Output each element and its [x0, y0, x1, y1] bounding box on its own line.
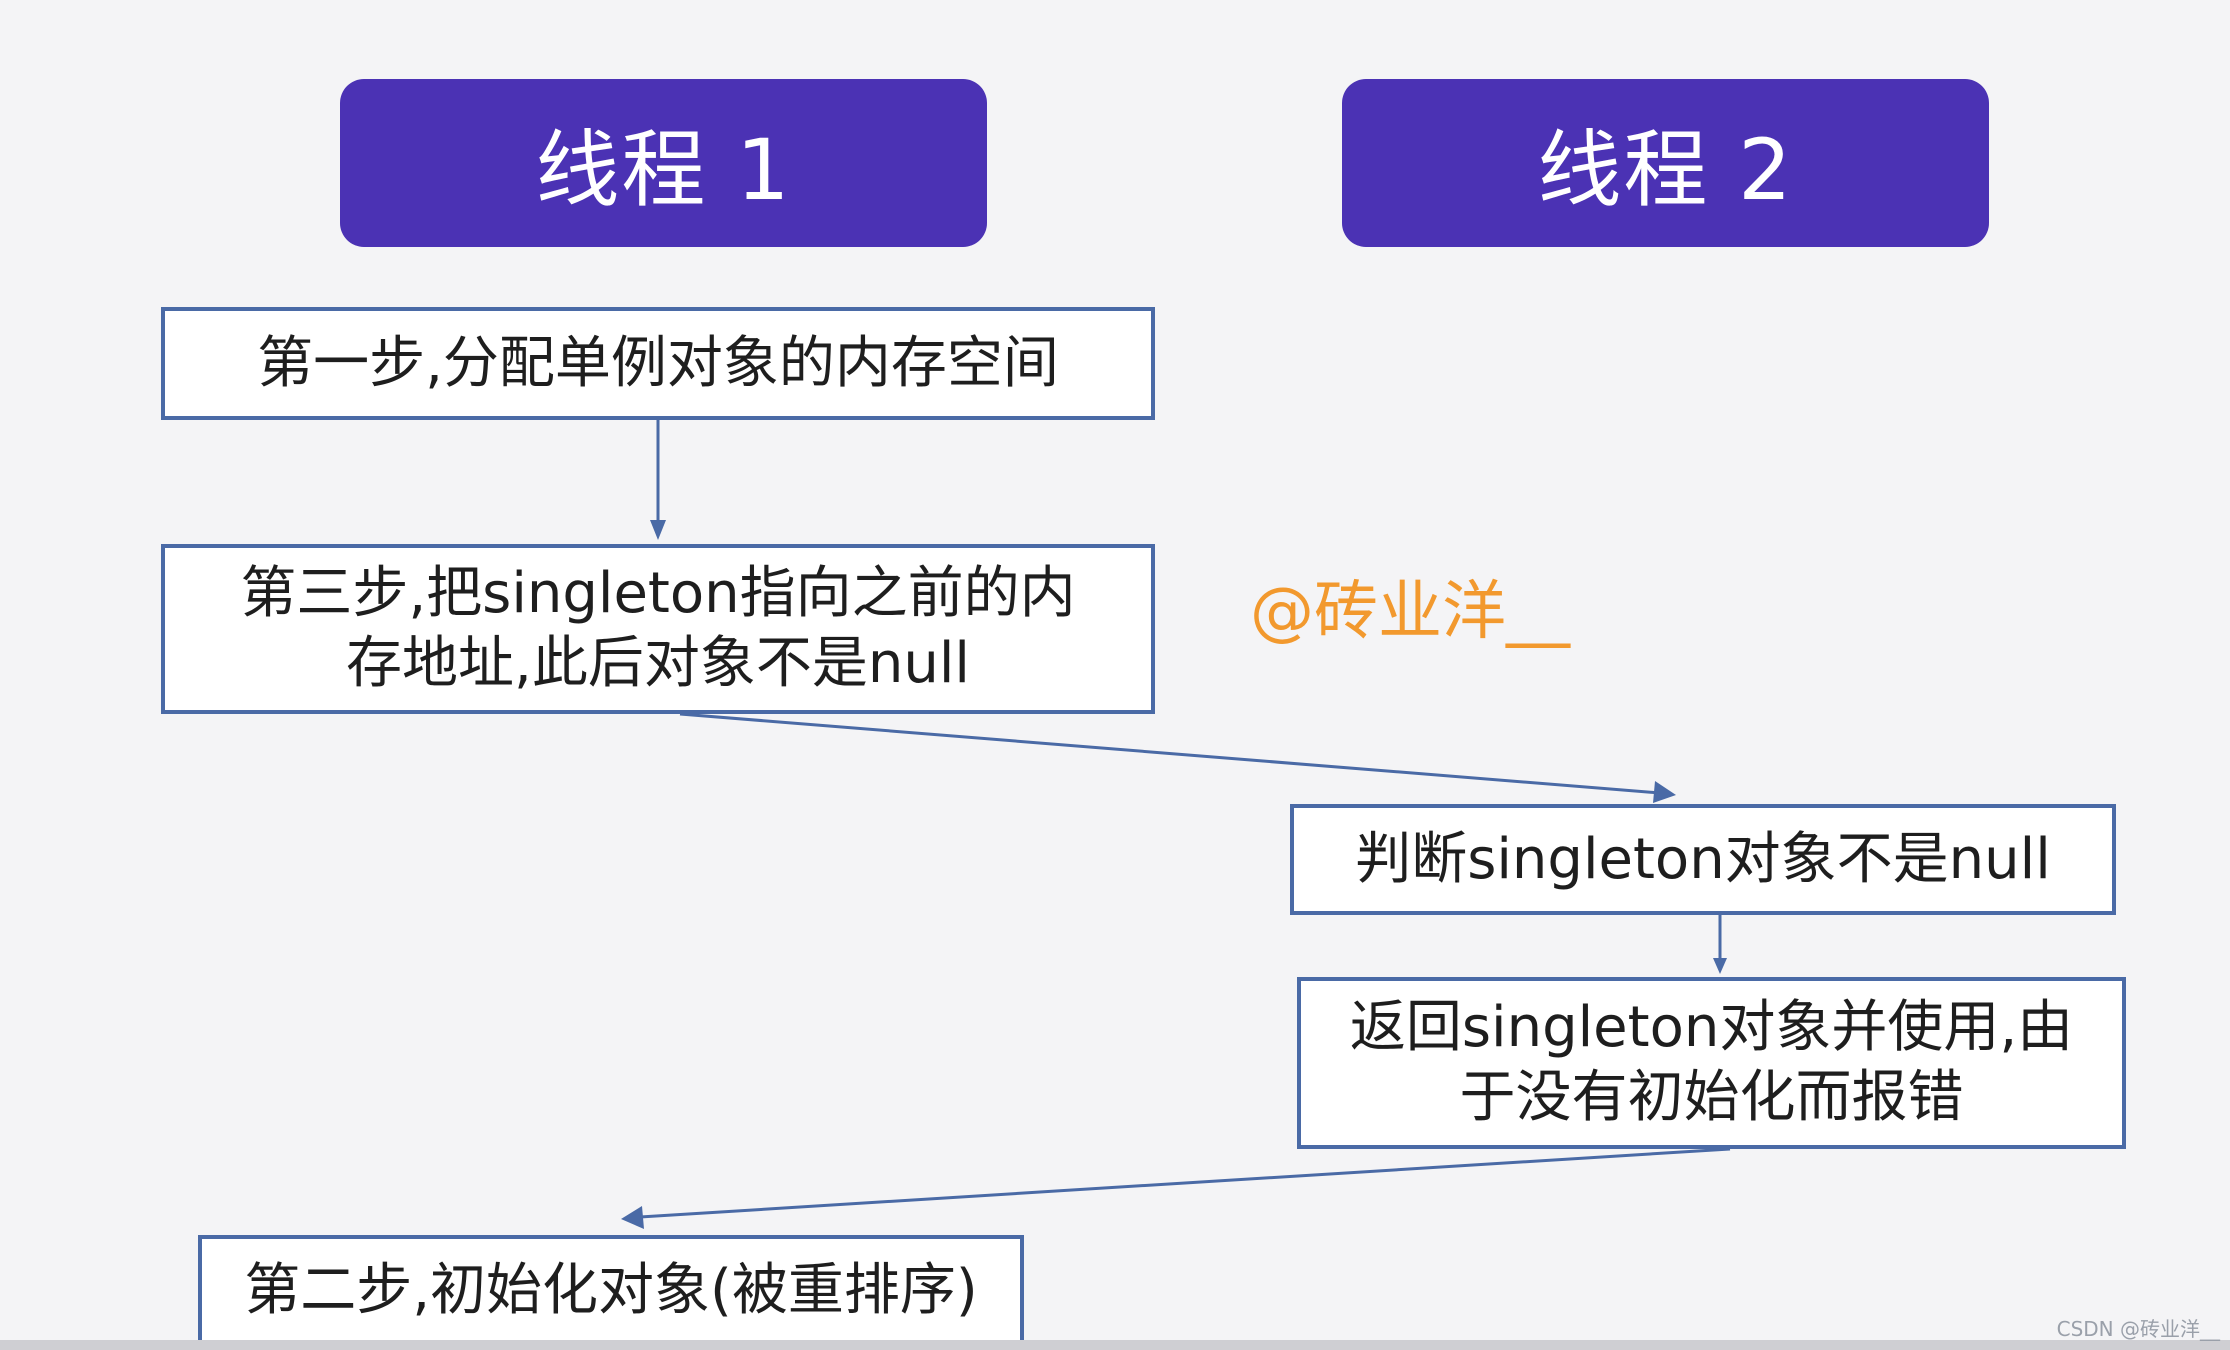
step1-box: 第一步,分配单例对象的内存空间 [161, 307, 1155, 420]
step2-box: 第二步,初始化对象(被重排序) [198, 1235, 1024, 1347]
thread1-label: 线程 1 [535, 120, 792, 219]
step3-box: 第三步,把singleton指向之前的内 存地址,此后对象不是null [161, 544, 1155, 714]
step3-text-line2: 存地址,此后对象不是null [346, 631, 970, 696]
step1-text: 第一步,分配单例对象的内存空间 [257, 330, 1059, 396]
thread2-header: 线程 2 [1342, 79, 1989, 247]
return-text-line2: 于没有初始化而报错 [1459, 1065, 1964, 1130]
step2-text: 第二步,初始化对象(被重排序) [244, 1258, 978, 1323]
watermark-text: @砖业洋__ [1250, 575, 1570, 649]
thread2-label: 线程 2 [1537, 120, 1794, 219]
check-null-text: 判断singleton对象不是null [1355, 826, 2051, 892]
return-text-line1: 返回singleton对象并使用,由 [1349, 995, 2074, 1060]
check-null-box: 判断singleton对象不是null [1290, 804, 2116, 915]
arrow-step3-to-check [679, 712, 1676, 803]
arrow-return-to-step2 [621, 1147, 1731, 1229]
footer-credit: CSDN @砖业洋__ [2056, 1317, 2220, 1341]
bottom-strip [0, 1340, 2230, 1350]
thread1-header: 线程 1 [340, 79, 987, 247]
arrow-step1-to-step3 [650, 420, 666, 540]
return-singleton-box: 返回singleton对象并使用,由 于没有初始化而报错 [1297, 977, 2126, 1149]
arrow-check-to-return [1713, 915, 1727, 974]
step3-text-line1: 第三步,把singleton指向之前的内 [240, 561, 1076, 626]
